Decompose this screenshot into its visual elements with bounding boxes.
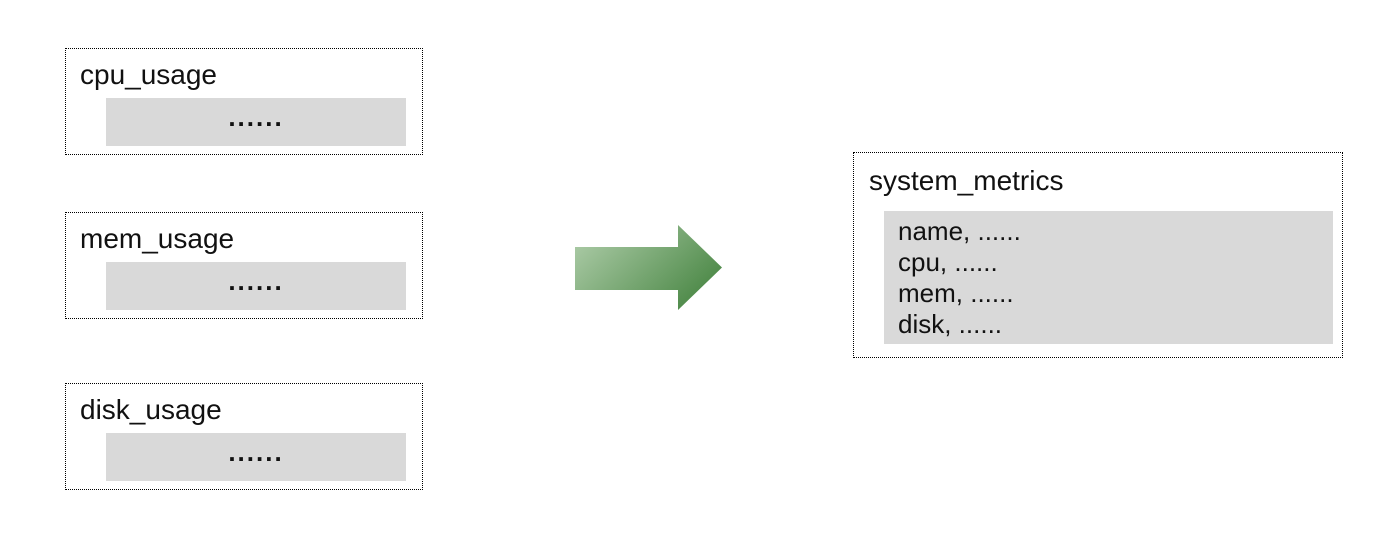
column-row: name, ...... bbox=[898, 216, 1021, 246]
ellipsis-text: ...... bbox=[228, 265, 284, 296]
source-table-disk-usage: disk_usage ...... bbox=[65, 383, 423, 490]
source-table-mem-usage: mem_usage ...... bbox=[65, 212, 423, 319]
table-body-placeholder: ...... bbox=[106, 262, 406, 310]
column-row: cpu, ...... bbox=[898, 247, 998, 277]
table-columns-panel: name, ...... cpu, ...... mem, ...... dis… bbox=[884, 211, 1333, 344]
target-table-system-metrics: system_metrics name, ...... cpu, ...... … bbox=[853, 152, 1343, 358]
source-table-cpu-usage: cpu_usage ...... bbox=[65, 48, 423, 155]
table-title: cpu_usage bbox=[80, 59, 218, 90]
table-title: mem_usage bbox=[80, 223, 235, 254]
table-body-placeholder: ...... bbox=[106, 433, 406, 481]
table-title: disk_usage bbox=[80, 394, 222, 425]
ellipsis-text: ...... bbox=[228, 436, 284, 467]
ellipsis-text: ...... bbox=[228, 101, 284, 132]
merge-arrow-icon bbox=[575, 225, 722, 310]
table-body-placeholder: ...... bbox=[106, 98, 406, 146]
table-title: system_metrics bbox=[869, 165, 1064, 196]
column-row: mem, ...... bbox=[898, 278, 1014, 308]
column-row: disk, ...... bbox=[898, 309, 1003, 339]
